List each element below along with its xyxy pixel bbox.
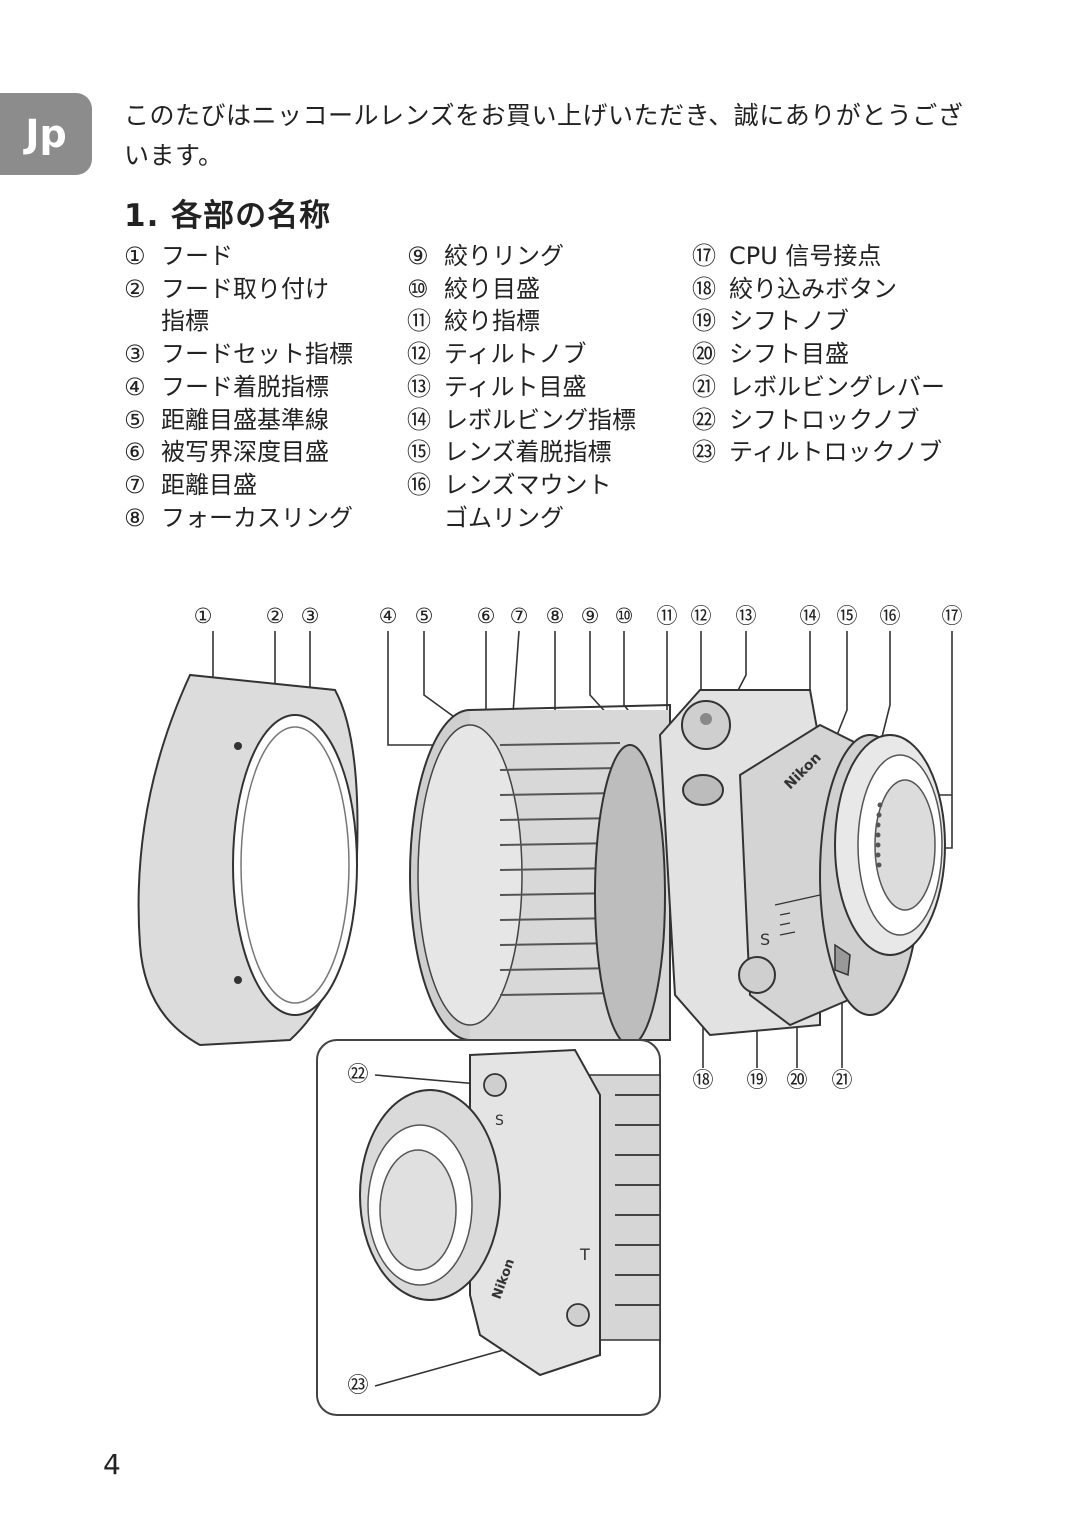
lens-barrel xyxy=(409,703,671,1046)
hood-mount-mark xyxy=(234,742,242,750)
callout-11: ⑪ xyxy=(657,604,678,628)
callout-12: ⑫ xyxy=(691,604,712,628)
callout-14: ⑭ xyxy=(800,604,821,628)
tilt-scale-label: T xyxy=(579,1245,590,1264)
tilt-lock-knob xyxy=(566,1303,590,1327)
callout-13: ⑬ xyxy=(736,604,757,628)
callout-2: ② xyxy=(266,604,285,628)
callout-9: ⑨ xyxy=(581,604,600,628)
callout-23: ㉓ xyxy=(348,1373,369,1397)
part-item-continuation: ゴムリング xyxy=(444,503,564,532)
bottom-callouts: ⑱ ⑲ ⑳ ㉑ xyxy=(693,1068,853,1092)
lens-diagram: ① ② ③ ④ ⑤ ⑥ ⑦ ⑧ ⑨ ⑩ ⑪ ⑫ ⑬ ⑭ ⑮ ⑯ ⑰ xyxy=(100,595,1000,1425)
callout-22: ㉒ xyxy=(348,1062,369,1086)
revolving-lever xyxy=(834,943,851,977)
inset-shift-label: S xyxy=(495,1113,504,1129)
tilt-knob-center xyxy=(700,713,712,725)
callout-16: ⑯ xyxy=(880,604,901,628)
inset-knurled-ring xyxy=(615,1094,660,1306)
aperture-ring xyxy=(594,744,666,1046)
callout-1: ① xyxy=(194,604,213,628)
lens-illustration: ① ② ③ ④ ⑤ ⑥ ⑦ ⑧ ⑨ ⑩ ⑪ ⑫ ⑬ ⑭ ⑮ ⑯ ⑰ xyxy=(137,604,963,1416)
cpu-contacts xyxy=(875,802,883,868)
callout-18: ⑱ xyxy=(693,1068,714,1092)
part-item-continuation: 指標 xyxy=(161,307,209,336)
intro-paragraph: このたびはニッコールレンズをお買い上げいただき、誠にありがとうございます。 xyxy=(124,101,964,170)
callout-6: ⑥ xyxy=(477,604,496,628)
top-callouts: ① ② ③ ④ ⑤ ⑥ ⑦ ⑧ ⑨ ⑩ ⑪ ⑫ ⑬ ⑭ ⑮ ⑯ ⑰ xyxy=(194,604,963,628)
shift-scale-label: S xyxy=(760,930,770,949)
callout-8: ⑧ xyxy=(546,604,565,628)
callout-17: ⑰ xyxy=(942,604,963,628)
callout-19: ⑲ xyxy=(747,1068,768,1092)
shift-knob xyxy=(738,956,776,994)
language-tab: Jp xyxy=(0,93,92,175)
callout-20: ⑳ xyxy=(787,1068,808,1092)
lens-mount xyxy=(819,734,946,1016)
callout-15: ⑮ xyxy=(837,604,858,628)
shift-lock-knob xyxy=(483,1073,507,1097)
hood-set-mark xyxy=(234,976,242,984)
callout-5: ⑤ xyxy=(415,604,434,628)
section-title: 1. 各部の名称 xyxy=(124,198,332,234)
dof-preview-button xyxy=(682,774,724,806)
callout-3: ③ xyxy=(301,604,320,628)
callout-7: ⑦ xyxy=(510,604,529,628)
inset-view: ㉒ ㉓ T Nikon S xyxy=(316,1039,661,1416)
shift-scale xyxy=(774,894,821,936)
callout-21: ㉑ xyxy=(832,1068,853,1092)
callout-10: ⑩ xyxy=(615,604,634,628)
callout-4: ④ xyxy=(379,604,398,628)
page-number: 4 xyxy=(103,1448,121,1481)
lens-hood xyxy=(137,673,359,1047)
